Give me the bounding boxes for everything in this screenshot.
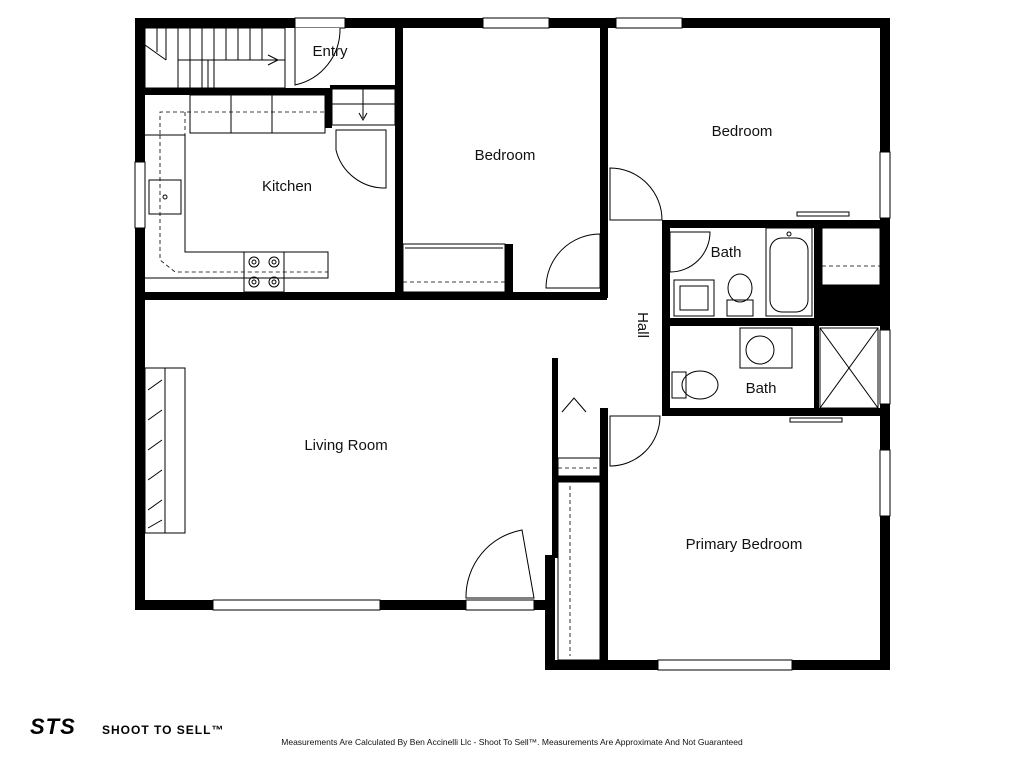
sts-logo-name: SHOOT TO SELL™ — [102, 723, 224, 737]
label-bedroom-1: Bedroom — [475, 147, 536, 164]
measurement-disclaimer: Measurements Are Calculated By Ben Accin… — [281, 737, 743, 747]
doors — [294, 27, 711, 599]
stairs — [144, 27, 396, 126]
room-labels: Entry Kitchen Bedroom Bedroom Bath Bath … — [262, 43, 802, 553]
label-living-room: Living Room — [304, 437, 387, 454]
label-primary-bedroom: Primary Bedroom — [686, 536, 803, 553]
label-bath-1: Bath — [711, 244, 742, 261]
label-hall: Hall — [634, 312, 651, 338]
label-bedroom-2: Bedroom — [712, 123, 773, 140]
label-bath-2: Bath — [746, 380, 777, 397]
branding: STS SHOOT TO SELL™ Measurements Are Calc… — [30, 714, 743, 747]
label-kitchen: Kitchen — [262, 178, 312, 195]
kitchen-fixtures — [145, 94, 330, 293]
label-entry: Entry — [312, 43, 348, 60]
bath-fixtures — [671, 227, 879, 423]
sts-logo-mark: STS — [30, 714, 76, 739]
windows — [134, 17, 891, 671]
closets — [144, 211, 881, 661]
